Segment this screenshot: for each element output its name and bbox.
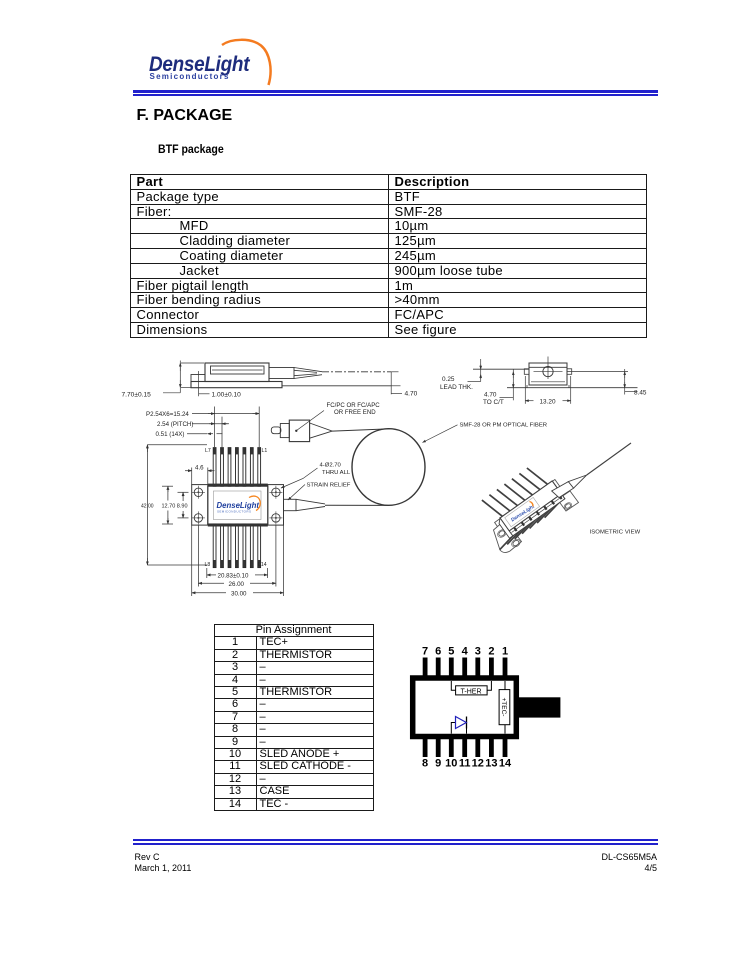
svg-text:5: 5 <box>448 646 454 658</box>
svg-text:9: 9 <box>435 758 441 770</box>
svg-text:L14: L14 <box>258 562 267 568</box>
svg-text:0.25: 0.25 <box>442 376 455 383</box>
svg-text:DenseLight: DenseLight <box>217 501 260 510</box>
svg-text:LEAD THK.: LEAD THK. <box>440 384 473 391</box>
svg-text:STRAIN RELIEF: STRAIN RELIEF <box>307 482 351 488</box>
svg-text:26.00: 26.00 <box>229 581 245 588</box>
svg-text:L1: L1 <box>262 448 268 454</box>
svg-text:8.45: 8.45 <box>634 389 647 396</box>
svg-text:7: 7 <box>422 646 428 658</box>
svg-text:7.70±0.15: 7.70±0.15 <box>122 391 152 398</box>
svg-text:3: 3 <box>475 646 481 658</box>
svg-text:11: 11 <box>459 758 471 770</box>
svg-text:10: 10 <box>445 758 457 770</box>
svg-text:4.70: 4.70 <box>405 391 418 398</box>
svg-text:2: 2 <box>488 646 494 658</box>
svg-text:8: 8 <box>422 758 428 770</box>
svg-text:L7: L7 <box>205 448 211 454</box>
svg-text:4-Ø2.70: 4-Ø2.70 <box>320 463 342 469</box>
svg-text:THRU ALL: THRU ALL <box>322 470 351 476</box>
svg-text:2.54 (PITCH): 2.54 (PITCH) <box>157 421 193 428</box>
svg-text:TO C/T: TO C/T <box>483 399 504 406</box>
svg-text:42.00: 42.00 <box>141 504 154 510</box>
svg-text:1.00±0.10: 1.00±0.10 <box>212 392 242 399</box>
svg-text:30.00: 30.00 <box>231 590 247 597</box>
svg-text:13: 13 <box>485 758 497 770</box>
svg-text:ISOMETRIC VIEW: ISOMETRIC VIEW <box>590 530 641 536</box>
svg-text:FC/PC OR FC/APC: FC/PC OR FC/APC <box>327 402 381 409</box>
svg-text:SEMICONDUCTORS: SEMICONDUCTORS <box>217 510 251 514</box>
svg-text:8.90: 8.90 <box>177 504 188 510</box>
svg-text:6: 6 <box>435 646 441 658</box>
svg-text:P2.54X6=15.24: P2.54X6=15.24 <box>146 411 189 418</box>
svg-text:+TEC-: +TEC- <box>500 698 507 717</box>
svg-text:0.51 (14X): 0.51 (14X) <box>156 431 185 438</box>
svg-text:OR FREE END: OR FREE END <box>334 409 376 416</box>
svg-text:L8: L8 <box>205 562 211 568</box>
svg-text:4.70: 4.70 <box>484 391 497 398</box>
svg-text:SMF-28 OR PM OPTICAL FIBER: SMF-28 OR PM OPTICAL FIBER <box>460 423 548 429</box>
svg-text:12: 12 <box>472 758 484 770</box>
svg-text:20.83±0.10: 20.83±0.10 <box>218 572 249 579</box>
svg-text:12.70: 12.70 <box>162 504 176 510</box>
svg-text:14: 14 <box>499 758 512 770</box>
svg-text:T-HER: T-HER <box>461 688 482 695</box>
svg-text:1: 1 <box>502 646 508 658</box>
svg-text:4: 4 <box>462 646 469 658</box>
svg-text:4.6: 4.6 <box>195 464 204 471</box>
svg-text:13.20: 13.20 <box>540 399 556 406</box>
